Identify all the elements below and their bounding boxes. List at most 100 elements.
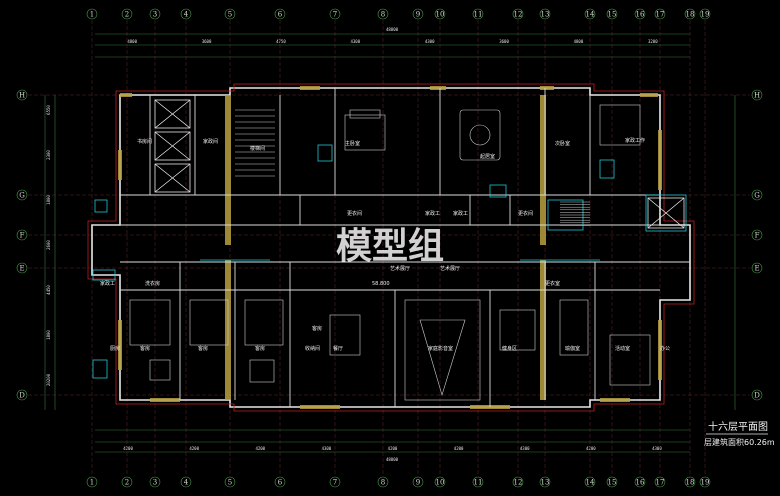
dimension-value: 4200 — [189, 446, 199, 451]
dimension-value: 4200 — [123, 446, 133, 451]
room-label: 主卧室 — [345, 140, 360, 147]
room-label: 更衣间 — [518, 210, 533, 217]
grid-axis-label: 3 — [153, 479, 157, 487]
outer-boundary-red — [87, 83, 695, 412]
room-label: 瑜伽室 — [565, 345, 580, 352]
grid-axis-bubble — [16, 89, 28, 101]
grid-axis-label: 10 — [436, 11, 445, 19]
grid-axis-label: 13 — [541, 479, 550, 487]
floor-area-label: 层建筑面积60.26m — [704, 437, 775, 447]
room-label: 家政间 — [203, 138, 218, 145]
furniture — [129, 104, 651, 401]
grid-axis-label: 6 — [278, 479, 283, 487]
grid-axis-bubble — [751, 389, 763, 401]
grid-axis-bubble — [86, 476, 98, 488]
grid-axis-bubble — [606, 8, 618, 20]
grid-axis-bubble — [584, 476, 596, 488]
dimension-value: 2600 — [46, 240, 51, 250]
grid-axis-bubble — [16, 229, 28, 241]
grid-axis-label: 19 — [701, 11, 710, 19]
grid-axis-bubble — [16, 389, 28, 401]
dimension-value: 4300 — [322, 446, 332, 451]
grid-axis-bubble — [512, 8, 524, 20]
grid-axis-bubble — [539, 476, 551, 488]
cyan-elements — [92, 144, 687, 379]
grid-axis-label: E — [19, 265, 24, 273]
grid-axis-bubble — [412, 8, 424, 20]
grid-axis-bubble — [224, 476, 236, 488]
room-label: 办公 — [660, 345, 670, 352]
dimension-value: 20200 — [46, 373, 51, 386]
grid-axis-bubble — [539, 8, 551, 20]
grid-axis-label: 15 — [608, 11, 617, 19]
dimension-value: 4800 — [574, 39, 584, 44]
room-label: 更衣间 — [347, 210, 362, 217]
grid-axis-label: F — [20, 232, 25, 240]
grid-axis-label: H — [754, 92, 760, 100]
grid-axis-bubble — [86, 8, 98, 20]
grid-axis-bubble — [16, 262, 28, 274]
grid-axis-label: 12 — [514, 479, 523, 487]
total-width-dim: 48800 — [386, 27, 399, 32]
grid-axis-bubble — [654, 476, 666, 488]
grid-axis-bubble — [606, 476, 618, 488]
room-label: 健身区 — [502, 345, 517, 352]
grid-axis-bubble — [751, 189, 763, 201]
grid-axis-label: 7 — [333, 11, 337, 19]
stairs — [235, 109, 590, 226]
dimension-value: 3200 — [648, 39, 658, 44]
grid-axis-bubble — [274, 476, 286, 488]
drawing-title: 十六层平面图 — [708, 420, 768, 433]
grid-axis-bubble — [512, 476, 524, 488]
room-label: 楼梯间 — [250, 145, 265, 152]
grid-axis-bubble — [434, 8, 446, 20]
room-label: 艺术展厅 — [390, 265, 410, 272]
grid-axis-bubble — [180, 8, 192, 20]
grid-axis-label: 1 — [90, 479, 94, 487]
grid-axis-label: 1 — [90, 11, 94, 19]
grid-axis-label: 8 — [381, 479, 385, 487]
room-label: 家政工作 — [625, 137, 645, 144]
room-label: 厨房 — [110, 345, 120, 352]
grid-axis-label: 5 — [228, 479, 232, 487]
grid-axis-label: 16 — [636, 479, 645, 487]
grid-axis-bubble — [584, 8, 596, 20]
room-label: 餐厅 — [333, 345, 343, 352]
grid-axis-label: 5 — [228, 11, 232, 19]
grid-axis-label: 18 — [686, 11, 695, 19]
room-labels: 书房间 家政间 主卧室 起居室 次卧室 家政工作 更衣间 家政工 家政工 更衣间… — [100, 137, 670, 352]
grid-axis-label: G — [19, 192, 25, 200]
grid-axis-label: 9 — [416, 479, 420, 487]
room-label: 家政工 — [100, 280, 115, 287]
dimension-value: 4200 — [388, 446, 398, 451]
grid-axis-label: 6 — [278, 11, 283, 19]
grid-axis-label: G — [754, 192, 760, 200]
dimension-value: 3600 — [499, 39, 509, 44]
dimension-value: 1800 — [46, 330, 51, 340]
grid-axis-label: 4 — [184, 479, 189, 487]
interior-walls — [92, 88, 690, 407]
grid-axis-label: 17 — [656, 479, 665, 487]
grid-axis-bubble — [377, 476, 389, 488]
grid-axis-label: 18 — [686, 479, 695, 487]
room-label: 更衣室 — [545, 280, 560, 287]
grid-axis-bubble — [16, 189, 28, 201]
grid-axis-label: D — [19, 392, 25, 400]
grid-axis-bubble — [121, 476, 133, 488]
grid-axis-label: 12 — [514, 11, 523, 19]
grid-axis-label: D — [754, 392, 760, 400]
grid-axis-bubble — [751, 229, 763, 241]
grid-axis-label: 16 — [636, 11, 645, 19]
dimension-value: 4300 — [652, 446, 662, 451]
grid-axis-bubble — [751, 262, 763, 274]
room-label: 活动室 — [615, 345, 630, 352]
grid-axis-label: 4 — [184, 11, 189, 19]
room-label: 洗衣房 — [145, 280, 160, 287]
dimension-value: 4450 — [46, 285, 51, 295]
grid-axis-label: 3 — [153, 11, 157, 19]
grid-axis-label: F — [755, 232, 760, 240]
room-label: 家政工 — [425, 210, 440, 217]
